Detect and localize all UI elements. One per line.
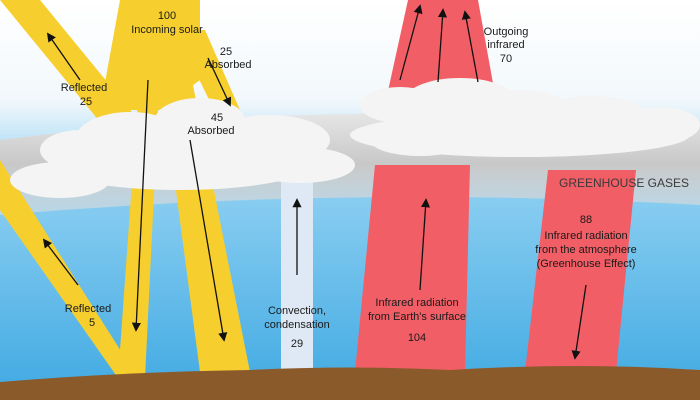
flow-arrows	[42, 4, 587, 360]
convection-line1: Convection,	[268, 305, 326, 317]
incoming-text: Incoming solar	[131, 24, 203, 36]
convection-value: 29	[291, 338, 303, 350]
solar-beam-reflected-bottom	[0, 160, 138, 378]
ground	[0, 366, 700, 400]
surface-line1: Infrared radiation	[375, 297, 458, 309]
absorbed-top-text: Absorbed	[204, 59, 251, 71]
infrared-atmosphere-beam	[525, 170, 636, 372]
absorbed-mid-value: 45	[211, 112, 223, 124]
reflected-bottom-text: Reflected	[65, 303, 111, 315]
infrared-beams	[355, 0, 636, 372]
reflected-top-text: Reflected	[61, 82, 107, 94]
arrow-outgoing-2	[437, 8, 448, 83]
surface-value: 104	[408, 332, 426, 344]
arrow-reflected-bottom	[42, 238, 79, 286]
arrow-absorbed-top	[207, 57, 232, 107]
arrow-absorbed-mid	[189, 139, 228, 342]
atm-line3: (Greenhouse Effect)	[537, 258, 636, 270]
left-cloud	[10, 98, 355, 198]
absorbed-top-value: 25	[220, 46, 232, 58]
infrared-outgoing-beam	[386, 0, 496, 100]
labels: 100 Incoming solar 25 Absorbed Reflected…	[61, 10, 689, 350]
incoming-value: 100	[158, 10, 176, 22]
arrow-outgoing-1	[399, 4, 423, 81]
outgoing-value: 70	[500, 53, 512, 65]
arrow-reflected-top	[46, 32, 81, 81]
infrared-surface-beam	[355, 165, 470, 372]
right-cloud	[350, 78, 700, 157]
greenhouse-gases-label: GREENHOUSE GASES	[559, 176, 689, 190]
arrow-surface-ir	[419, 198, 431, 291]
outgoing-line2: infrared	[487, 39, 524, 51]
outgoing-line1: Outgoing	[484, 26, 529, 38]
arrow-left-down	[131, 79, 149, 332]
surface-line2: from Earth's surface	[368, 311, 466, 323]
arrow-outgoing-3	[461, 10, 479, 83]
atm-value: 88	[580, 214, 592, 226]
convection-line2: condensation	[264, 319, 329, 331]
reflected-top-value: 25	[80, 96, 92, 108]
atm-line1: Infrared radiation	[544, 230, 627, 242]
absorbed-mid-text: Absorbed	[187, 125, 234, 137]
reflected-bottom-value: 5	[89, 317, 95, 329]
arrow-atmosphere-ir	[571, 284, 587, 360]
atm-line2: from the atmosphere	[535, 244, 637, 256]
